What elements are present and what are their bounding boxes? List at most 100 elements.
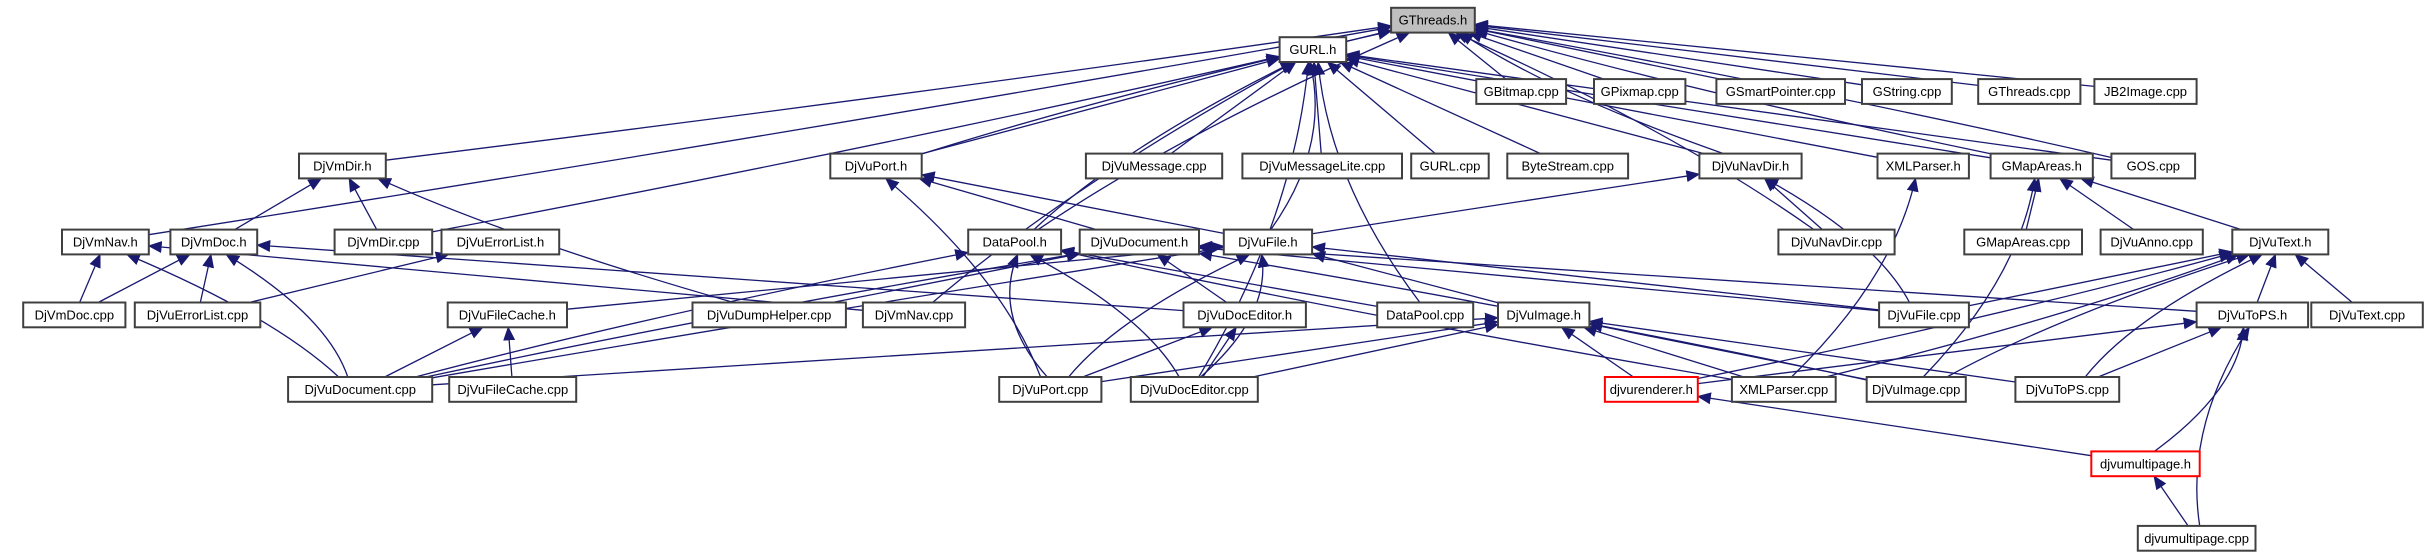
- node-label: DjVuDocument.cpp: [304, 382, 416, 397]
- edge-djvudumphelper-cpp-to-djvudocument-h: [832, 250, 1081, 304]
- node-label: GURL.h: [1289, 42, 1336, 57]
- node-djvudocument-h[interactable]: DjVuDocument.h: [1078, 228, 1200, 256]
- edge-djvmdoc-h-to-djvmdir-h: [234, 177, 323, 231]
- node-djvuimage-h[interactable]: DjVuImage.h: [1497, 301, 1591, 329]
- edge-djvudoceditor-cpp-to-djvuimage-h: [1252, 321, 1499, 378]
- node-box: [169, 228, 259, 256]
- node-box: [2195, 301, 2310, 329]
- node-djvuanno-cpp[interactable]: DjVuAnno.cpp: [2099, 228, 2204, 256]
- node-djvufile-cpp[interactable]: DjVuFile.cpp: [1878, 301, 1970, 329]
- node-djvumultipage-h[interactable]: djvumultipage.h: [2090, 450, 2201, 478]
- edge-datapool-h-to-gthreads-h: [1037, 32, 1411, 231]
- node-gthreads-cpp[interactable]: GThreads.cpp: [1977, 78, 2082, 105]
- node-label: GThreads.h: [1399, 13, 1468, 28]
- node-gurl-cpp[interactable]: GURL.cpp: [1410, 152, 1490, 180]
- node-box: [2090, 450, 2201, 478]
- node-gthreads-h[interactable]: GThreads.h: [1390, 6, 1476, 34]
- node-label: DjVmDir.h: [313, 159, 372, 174]
- node-box: [1777, 228, 1896, 256]
- node-bytestream-cpp[interactable]: ByteStream.cpp: [1506, 152, 1630, 180]
- node-djvutops-cpp[interactable]: DjVuToPS.cpp: [2014, 376, 2121, 403]
- node-djvuerrorlist-h[interactable]: DjVuErrorList.h: [440, 228, 561, 256]
- node-box: [2110, 152, 2197, 180]
- edge-djvuimage-h-to-djvufile-h: [1311, 251, 1499, 304]
- node-djvumultipage-cpp[interactable]: djvumultipage.cpp: [2136, 524, 2257, 552]
- edge-djvmdir-cpp-to-gurl-h: [432, 53, 1281, 233]
- node-label: XMLParser.cpp: [1739, 382, 1828, 397]
- node-gsmartpointer-cpp[interactable]: GSmartPointer.cpp: [1715, 78, 1847, 105]
- node-djvuimage-cpp[interactable]: DjVuImage.cpp: [1865, 376, 1967, 403]
- edge-djvunavdir-h-to-gthreads-h: [1459, 32, 1724, 155]
- node-djvutext-h[interactable]: DjVuText.h: [2231, 228, 2330, 256]
- node-gbitmap-cpp[interactable]: GBitmap.cpp: [1475, 78, 1568, 105]
- node-djvumessagelite-cpp[interactable]: DjVuMessageLite.cpp: [1241, 152, 1404, 180]
- edge-gsmartpointer-cpp-to-gthreads-h: [1473, 25, 1721, 80]
- node-gurl-h[interactable]: GURL.h: [1278, 36, 1348, 63]
- node-xmlparser-cpp[interactable]: XMLParser.cpp: [1730, 376, 1837, 403]
- edge-gmapareas-h-to-gurl-h: [1345, 51, 1991, 159]
- node-djvufilecache-h[interactable]: DjVuFileCache.h: [446, 301, 569, 329]
- edge-jb2image-cpp-to-gthreads-h: [1473, 19, 2095, 88]
- node-label: djvurenderer.h: [1610, 382, 1693, 397]
- node-djvutops-h[interactable]: DjVuToPS.h: [2195, 301, 2310, 329]
- node-jb2image-cpp[interactable]: JB2Image.cpp: [2093, 78, 2198, 105]
- edge-datapool-cpp-to-gurl-h: [1313, 61, 1421, 303]
- node-djvurenderer-h[interactable]: djvurenderer.h: [1603, 376, 1699, 403]
- node-djvmnav-h[interactable]: DjVmNav.h: [61, 228, 150, 256]
- node-djvumessage-cpp[interactable]: DjVuMessage.cpp: [1084, 152, 1224, 180]
- node-djvuport-cpp[interactable]: DjVuPort.cpp: [998, 376, 1103, 403]
- node-gpixmap-cpp[interactable]: GPixmap.cpp: [1593, 78, 1687, 105]
- node-djvmdoc-cpp[interactable]: DjVmDoc.cpp: [22, 301, 127, 329]
- edge-djvuport-cpp-to-datapool-h: [1007, 253, 1048, 378]
- edge-xmlparser-cpp-to-xmlparser-h: [1791, 177, 1919, 378]
- edge-djvunavdir-h-to-gurl-h: [1345, 56, 1704, 155]
- edge-gmapareas-h-to-gthreads-h: [1473, 27, 1991, 155]
- node-box: [1730, 376, 1837, 403]
- node-gos-cpp[interactable]: GOS.cpp: [2110, 152, 2197, 180]
- edge-djvutops-cpp-to-djvutext-h: [2084, 253, 2264, 378]
- edge-djvmdoc-cpp-to-djvmnav-h: [79, 253, 101, 303]
- node-box: [440, 228, 561, 256]
- node-label: DjVmNav.h: [73, 235, 138, 250]
- node-djvunavdir-h[interactable]: DjVuNavDir.h: [1698, 152, 1803, 180]
- node-box: [1410, 152, 1490, 180]
- node-djvudoceditor-h[interactable]: DjVuDocEditor.h: [1182, 301, 1307, 329]
- node-box: [1698, 152, 1803, 180]
- node-djvunavdir-cpp[interactable]: DjVuNavDir.cpp: [1777, 228, 1896, 256]
- edge-djvufile-cpp-to-djvufile-h: [1311, 242, 1880, 311]
- node-label: DjVuImage.cpp: [1872, 382, 1960, 397]
- node-label: GString.cpp: [1873, 84, 1942, 99]
- node-box: [61, 228, 150, 256]
- node-djvudocument-cpp[interactable]: DjVuDocument.cpp: [287, 376, 434, 403]
- edge-djvurenderer-h-to-djvutext-h: [1697, 250, 2234, 380]
- node-djvuerrorlist-cpp[interactable]: DjVuErrorList.cpp: [133, 301, 262, 329]
- node-djvudoceditor-cpp[interactable]: DjVuDocEditor.cpp: [1129, 376, 1259, 403]
- node-djvmdir-cpp[interactable]: DjVmDir.cpp: [333, 228, 434, 256]
- node-djvmdoc-h[interactable]: DjVmDoc.h: [169, 228, 259, 256]
- node-djvudumphelper-cpp[interactable]: DjVuDumpHelper.cpp: [691, 301, 847, 329]
- node-xmlparser-h[interactable]: XMLParser.h: [1876, 152, 1970, 180]
- node-label: djvumultipage.h: [2100, 456, 2191, 471]
- node-label: GPixmap.cpp: [1601, 84, 1679, 99]
- node-djvufile-h[interactable]: DjVuFile.h: [1222, 228, 1314, 256]
- node-djvufilecache-cpp[interactable]: DjVuFileCache.cpp: [448, 376, 578, 403]
- node-box: [333, 228, 434, 256]
- node-box: [2310, 301, 2424, 329]
- node-gmapareas-cpp[interactable]: GMapAreas.cpp: [1963, 228, 2084, 256]
- node-datapool-cpp[interactable]: DataPool.cpp: [1376, 301, 1475, 329]
- node-box: [2093, 78, 2198, 105]
- edge-djvumultipage-h-to-djvurenderer-h: [1696, 392, 2092, 457]
- node-label: DjVuDocEditor.h: [1197, 307, 1292, 322]
- edge-gurl-cpp-to-gurl-h: [1326, 61, 1436, 155]
- node-label: GMapAreas.h: [2002, 159, 2082, 174]
- node-box: [1861, 78, 1953, 105]
- node-label: DjVuPort.cpp: [1012, 382, 1088, 397]
- node-djvmdir-h[interactable]: DjVmDir.h: [298, 152, 387, 180]
- node-djvutext-cpp[interactable]: DjVuText.cpp: [2310, 301, 2424, 329]
- node-datapool-h[interactable]: DataPool.h: [967, 228, 1063, 256]
- node-gstring-cpp[interactable]: GString.cpp: [1861, 78, 1953, 105]
- node-label: djvumultipage.cpp: [2144, 531, 2249, 546]
- node-gmapareas-h[interactable]: GMapAreas.h: [1989, 152, 2094, 180]
- node-djvmnav-cpp[interactable]: DjVmNav.cpp: [861, 301, 967, 329]
- node-djvuport-h[interactable]: DjVuPort.h: [829, 152, 923, 180]
